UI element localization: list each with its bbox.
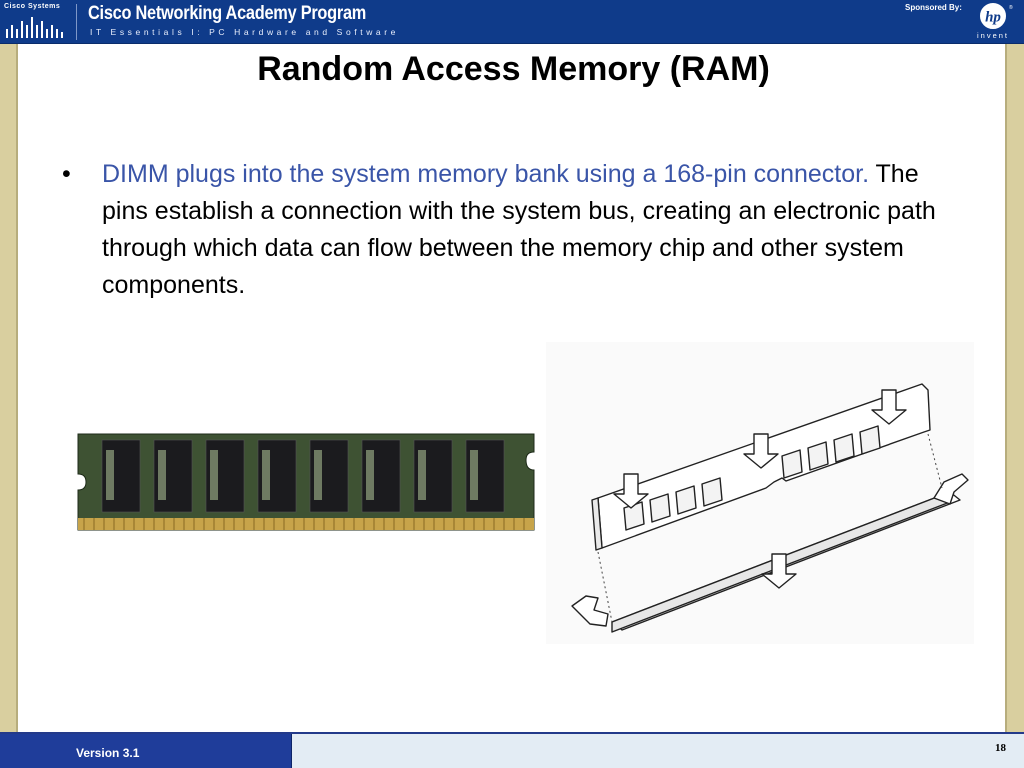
cisco-systems-logo: Cisco Systems [4, 3, 70, 41]
sponsor-label: Sponsored By: [905, 3, 962, 12]
hp-logo: hp ® invent [969, 2, 1017, 42]
header-divider [76, 4, 77, 40]
version-label: Version 3.1 [76, 746, 140, 760]
version-box: Version 3.1 [0, 734, 292, 768]
cisco-logo-text: Cisco Systems [4, 3, 61, 10]
slide-title: Random Access Memory (RAM) [257, 50, 770, 88]
bullet-text: DIMM plugs into the system memory bank u… [102, 156, 962, 304]
bullet-highlight-text: DIMM plugs into the system memory bank u… [102, 160, 870, 188]
dimm-module-photo-icon [77, 433, 535, 531]
svg-text:®: ® [1009, 4, 1013, 11]
program-subtitle: IT Essentials I: PC Hardware and Softwar… [90, 27, 400, 37]
slide-body: Random Access Memory (RAM) • DIMM plugs … [16, 44, 1007, 732]
cisco-bridge-icon [6, 17, 63, 38]
footer-bar: Version 3.1 18 [0, 732, 1024, 768]
header-banner: Cisco Systems Cisco Networking Academy P… [0, 0, 1024, 44]
page-number: 18 [995, 742, 1006, 754]
bullet-marker: • [62, 160, 71, 188]
bullet-body-text: The pins establish a connection with the… [102, 160, 936, 299]
dimm-installation-diagram-icon [546, 342, 974, 644]
hp-logo-text: hp [985, 10, 1001, 26]
hp-tagline: invent [976, 31, 1009, 40]
hp-circle-icon: hp ® [980, 3, 1013, 29]
program-title: Cisco Networking Academy Program [88, 3, 367, 24]
